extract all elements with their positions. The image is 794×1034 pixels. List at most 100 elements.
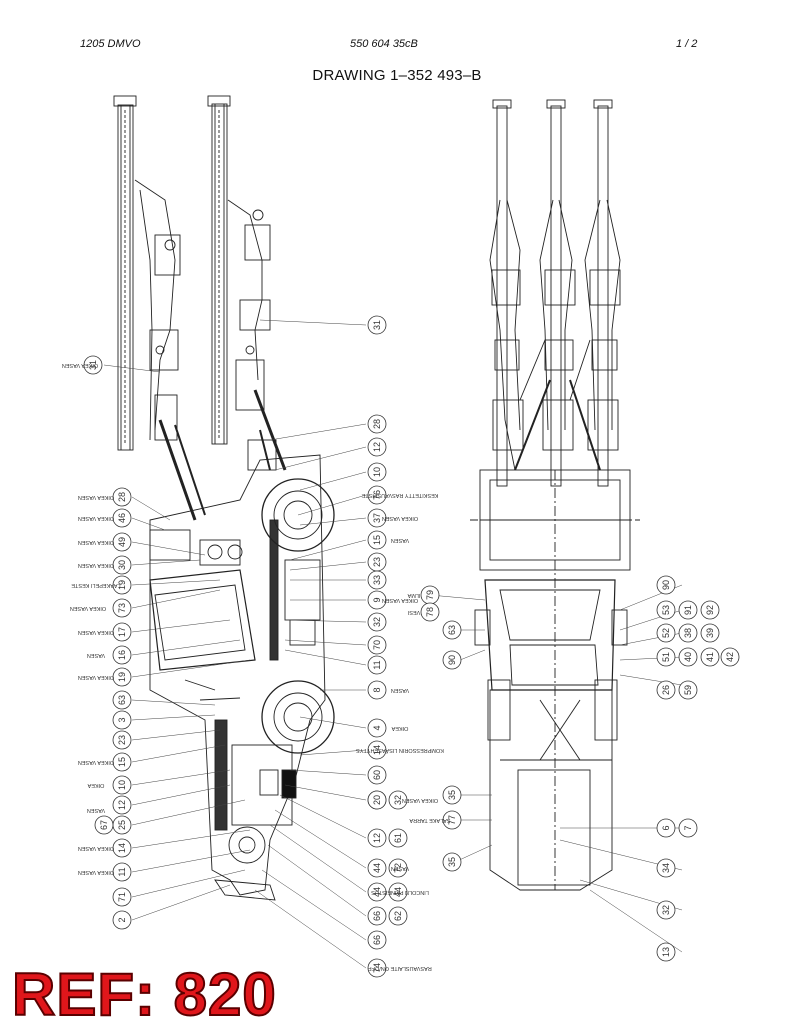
top-view-balloon xyxy=(442,852,462,872)
header-page-number: 1 / 2 xyxy=(676,38,698,50)
side-view-note: OIKEA VASEN xyxy=(78,494,114,500)
side-view-balloon-number: 66 xyxy=(372,911,382,921)
side-view-balloon-number: 71 xyxy=(117,892,127,902)
side-view-balloon xyxy=(367,958,387,978)
top-view-balloon-number: 40 xyxy=(683,652,693,662)
top-view-balloon-number: 35 xyxy=(447,790,457,800)
side-view-note: OIKEA VASEN xyxy=(78,515,114,521)
side-view-note: VASEN xyxy=(391,687,409,693)
side-view-note: OIKEA VASEN xyxy=(78,759,114,765)
side-view-balloon xyxy=(112,667,132,687)
side-view-balloon-number: 10 xyxy=(117,780,127,790)
side-view-note: KOMPRESSORIN LISÄASEHYTYS xyxy=(356,747,444,754)
side-view-note: OIKEA VASEN xyxy=(78,562,114,568)
top-view-balloon-number: 35 xyxy=(447,857,457,867)
side-view-note: OIKEA xyxy=(87,782,104,788)
reference-stamp: REF: 820 xyxy=(11,961,277,1028)
side-view-balloon-number: 15 xyxy=(117,757,127,767)
side-view-note: OIKEA VASEN xyxy=(78,674,114,680)
side-view-balloon xyxy=(367,635,387,655)
side-view-balloon-number: 14 xyxy=(372,745,382,755)
top-view-balloon-number: 13 xyxy=(661,947,671,957)
side-view-note: OIKEA VASEN xyxy=(382,597,418,603)
side-view-balloon-number: 9 xyxy=(372,597,382,602)
side-view-balloon xyxy=(388,882,408,902)
top-view-balloon-number: 51 xyxy=(661,652,671,662)
top-view-balloon-number: 79 xyxy=(425,590,435,600)
side-view-balloon xyxy=(112,752,132,772)
side-view-balloon xyxy=(112,622,132,642)
side-view-balloon-number: 44 xyxy=(372,887,382,897)
side-view-balloon-number: 63 xyxy=(117,695,127,705)
side-view-balloon-number: 23 xyxy=(117,735,127,745)
side-view-balloon xyxy=(367,530,387,550)
top-view-balloon xyxy=(656,647,676,667)
side-view-balloon xyxy=(112,532,132,552)
side-view-balloon-number: 76 xyxy=(372,490,382,500)
side-view-balloon xyxy=(367,680,387,700)
callout-notes: OIKEA VASEN OIKEA VASEN OIKEA VASEN OIKEA V… xyxy=(62,362,451,971)
side-view-balloon xyxy=(112,645,132,665)
side-view-balloon xyxy=(367,765,387,785)
top-view-balloon xyxy=(656,942,676,962)
side-view-note: OIKEA VASEN xyxy=(382,515,418,521)
top-view-balloon-number: 32 xyxy=(661,905,671,915)
side-view-balloon-number: 28 xyxy=(372,419,382,429)
side-view-balloon xyxy=(94,815,114,835)
top-view-note: VESI xyxy=(407,609,420,615)
top-view-balloon-number: 34 xyxy=(661,863,671,873)
top-view-balloon xyxy=(678,623,698,643)
side-view-balloon-number: 28 xyxy=(117,492,127,502)
top-view-balloon-number: 78 xyxy=(425,607,435,617)
side-view-balloon-number: 72 xyxy=(393,863,403,873)
side-view-balloon-number: 74 xyxy=(372,963,382,973)
side-view-balloon xyxy=(367,882,387,902)
side-view-balloon xyxy=(388,858,408,878)
side-view-balloon xyxy=(112,887,132,907)
side-view-machine xyxy=(113,95,335,901)
side-view-balloon-number: 20 xyxy=(372,795,382,805)
side-view-balloon-number: 30 xyxy=(117,560,127,570)
top-view-balloon xyxy=(656,858,676,878)
side-view-balloon-number: 60 xyxy=(372,770,382,780)
drawing-title: DRAWING 1–352 493–B xyxy=(312,67,482,84)
top-view-balloon-number: 42 xyxy=(725,652,735,662)
side-view-balloon xyxy=(367,590,387,610)
callout-balloons: 3128464930197317161963323151012256714117… xyxy=(83,315,740,978)
side-view-balloon xyxy=(367,570,387,590)
top-view-balloon xyxy=(442,620,462,640)
top-view-balloon-number: 39 xyxy=(705,628,715,638)
header-document-code: 1205 DMVO xyxy=(80,38,141,50)
top-view-balloon-number: 6 xyxy=(661,825,671,830)
side-view-balloon-number: 11 xyxy=(117,867,127,876)
side-view-balloon-number: 11 xyxy=(372,660,382,669)
top-view-balloon-number: 90 xyxy=(447,655,457,665)
side-view-balloon xyxy=(388,790,408,810)
side-view-balloon xyxy=(367,828,387,848)
top-view-balloon-number: 7 xyxy=(683,825,693,830)
side-view-balloon xyxy=(367,462,387,482)
side-view-balloon xyxy=(112,710,132,730)
top-view-balloon xyxy=(700,623,720,643)
side-view-balloon xyxy=(367,740,387,760)
top-view-balloon xyxy=(656,575,676,595)
side-view-balloon-number: 8 xyxy=(372,687,382,692)
side-view-balloon-number: 2 xyxy=(117,917,127,922)
side-view-balloon-number: 10 xyxy=(372,467,382,477)
side-view-note: RASVAUSLAITE ON/OFF xyxy=(368,965,432,971)
top-view-balloon-number: 92 xyxy=(705,605,715,615)
side-view-balloon-number: 49 xyxy=(117,537,127,547)
side-view-balloon-number: 44 xyxy=(393,887,403,897)
top-view-balloon xyxy=(656,680,676,700)
side-view-note: VASEN xyxy=(87,652,105,658)
side-view-balloon-number: 23 xyxy=(372,557,382,567)
side-view-balloon-number: 44 xyxy=(372,863,382,873)
top-view-note: SALAKE TARRA xyxy=(409,817,450,823)
side-view-balloon-number: 66 xyxy=(372,935,382,945)
side-view-balloon xyxy=(367,485,387,505)
side-view-note: OIKEA VASEN xyxy=(78,629,114,635)
top-view-balloon xyxy=(656,900,676,920)
side-view-balloon-number: 25 xyxy=(117,820,127,830)
side-view-balloon xyxy=(367,655,387,675)
